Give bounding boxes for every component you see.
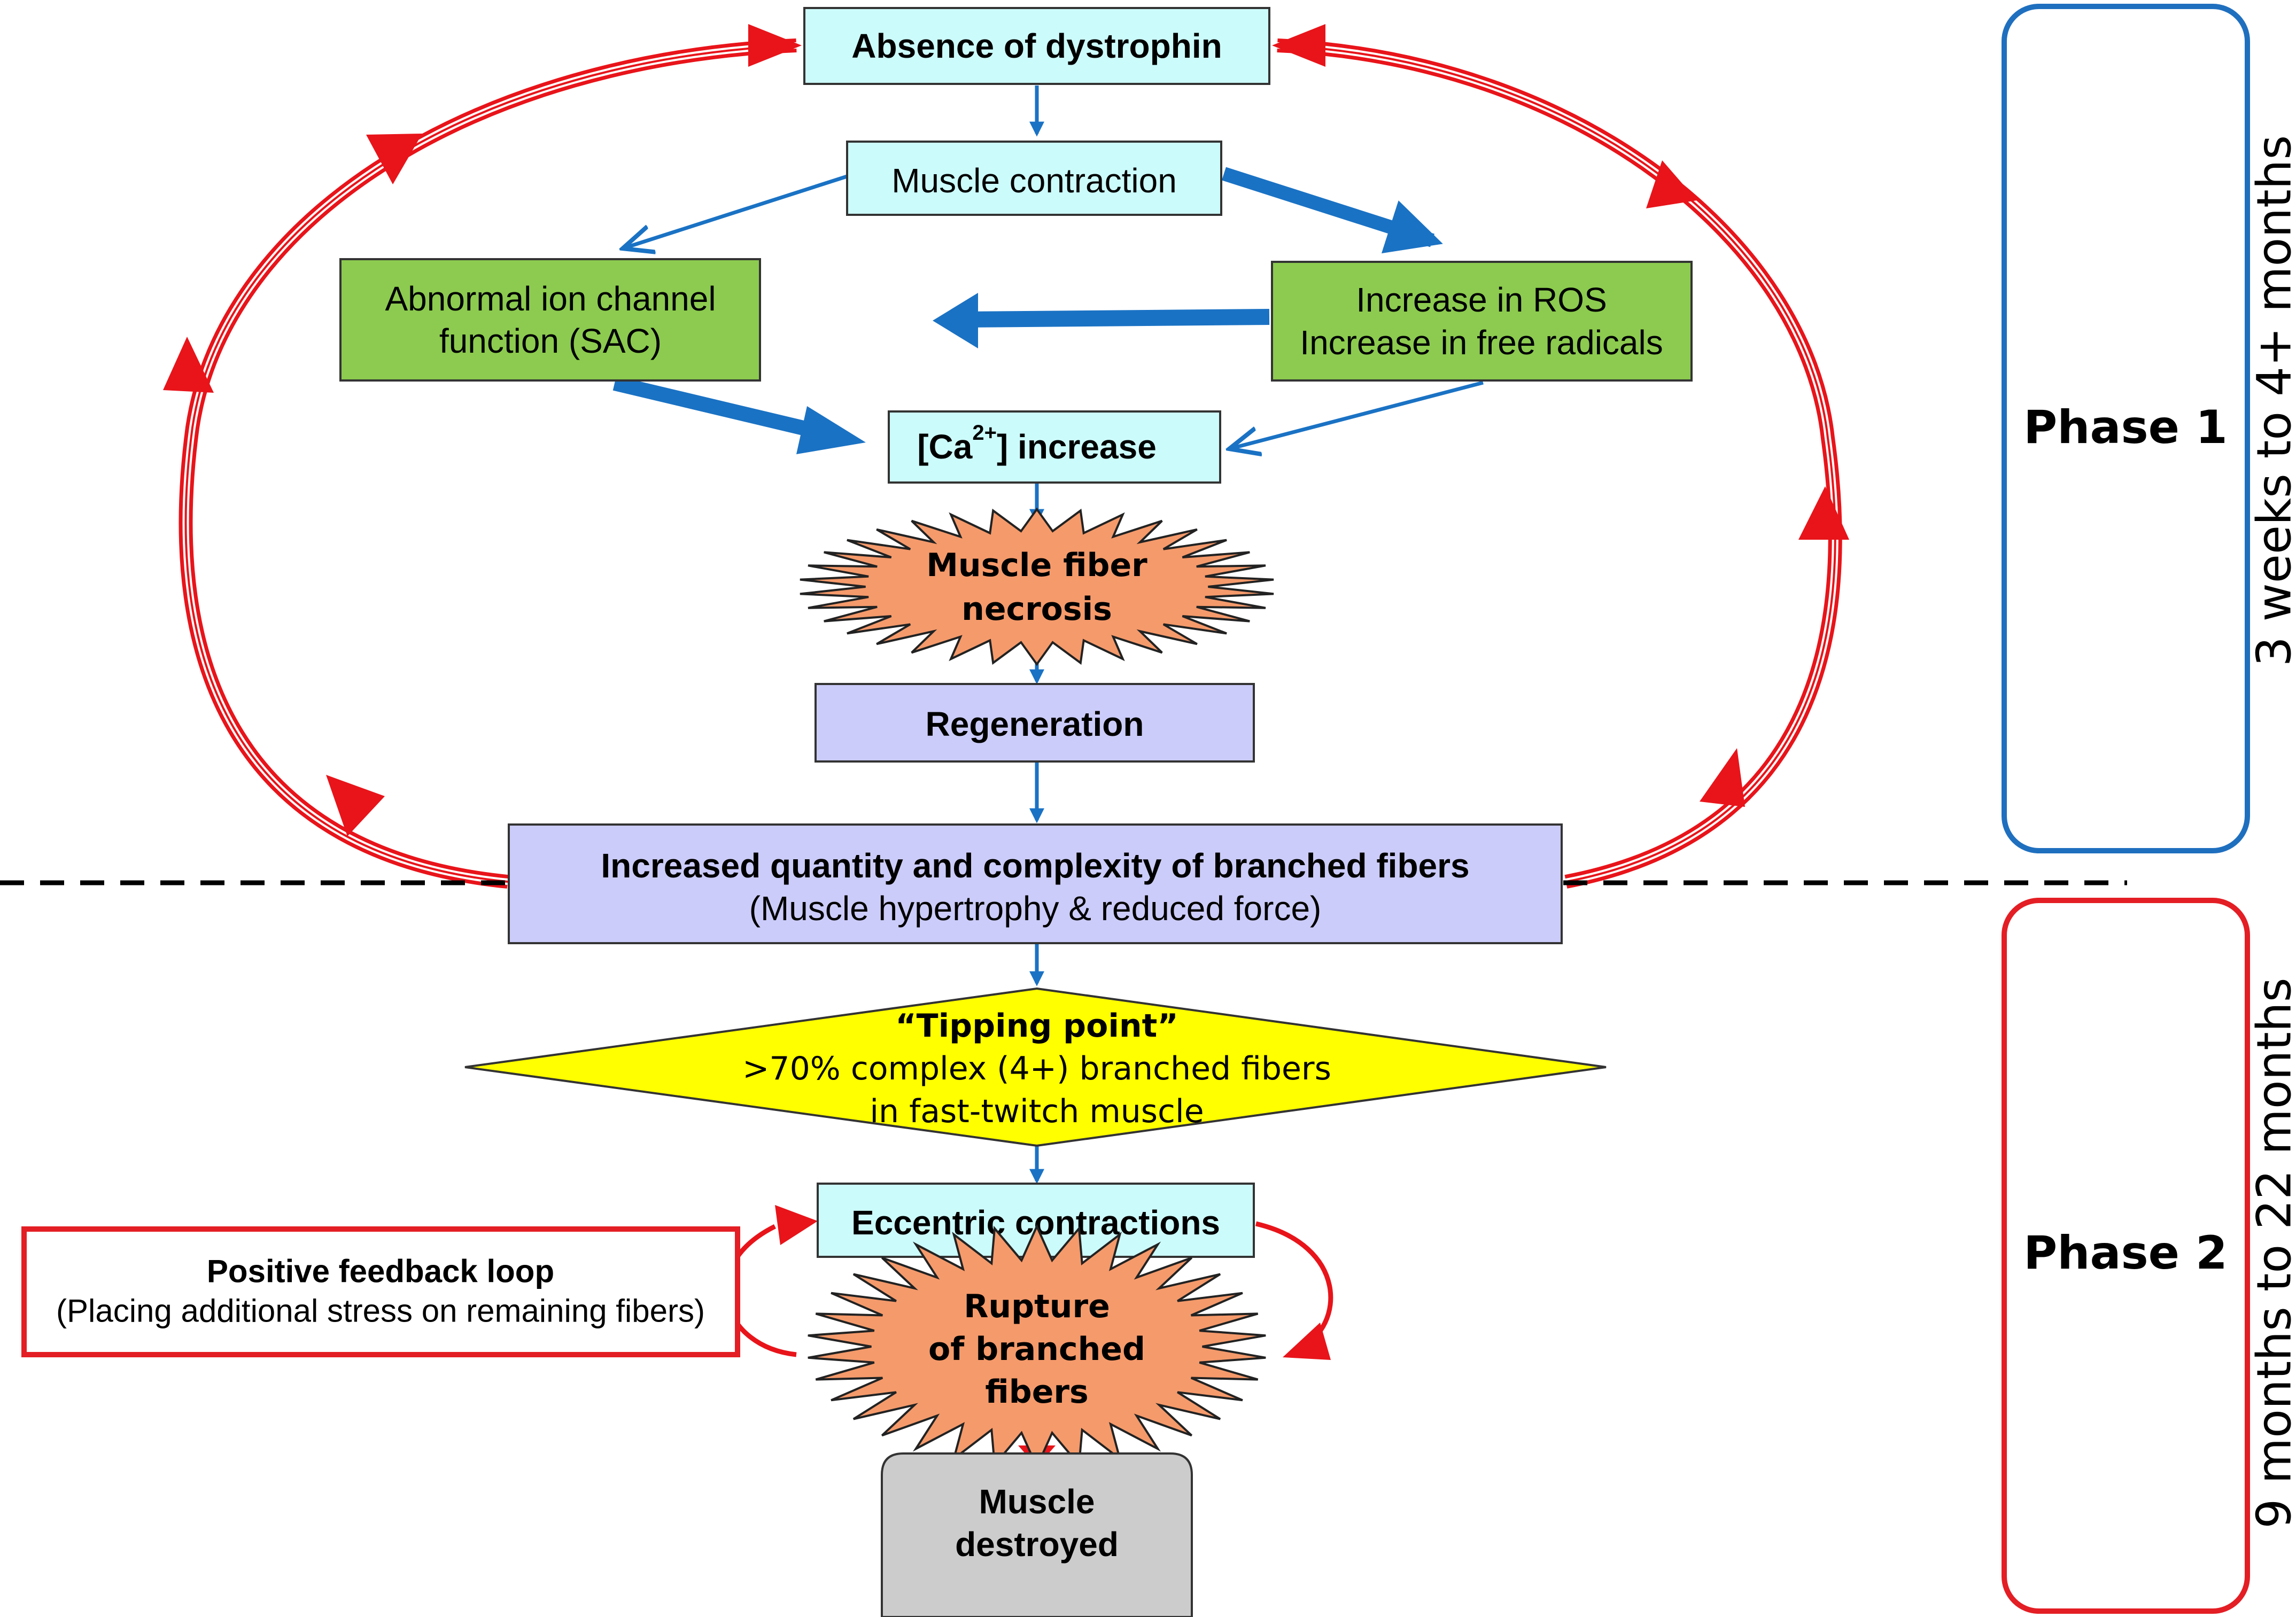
- necrosis-starburst: [800, 507, 1274, 666]
- loop-arrowhead-upper-right: [1646, 160, 1697, 208]
- tipping-line3: in fast-twitch muscle: [870, 1093, 1204, 1130]
- arrow-contraction-to-ros: [1222, 167, 1443, 254]
- loop-arrowhead-middle-left: [163, 337, 214, 393]
- feedback-line2: (Placing additional stress on remaining …: [56, 1293, 705, 1329]
- branched-label-line2: (Muscle hypertrophy & reduced force): [749, 889, 1322, 928]
- phase-1-label: Phase 1: [2023, 401, 2228, 454]
- phase-1-frame: [2002, 4, 2250, 853]
- absence-label: Absence of dystrophin: [851, 27, 1222, 65]
- ros-label-line1: Increase in ROS: [1356, 281, 1607, 319]
- feedback-arrowhead-left: [775, 1205, 818, 1245]
- calcium-label: [Ca2+] increase: [917, 421, 1157, 466]
- node-muscle-fiber-necrosis: Muscle fiber necrosis: [800, 507, 1274, 666]
- blue-arrows: [612, 85, 1484, 1184]
- ion-label-line1: Abnormal ion channel: [385, 279, 716, 318]
- arrow-ion-to-calcium-head: [796, 406, 866, 454]
- node-muscle-contraction: Muscle contraction: [846, 141, 1222, 216]
- node-increase-in-ros: Increase in ROS Increase in free radical…: [1271, 261, 1693, 382]
- loop-arrowhead-upper-left: [366, 134, 422, 184]
- loop-arrowhead-lower-right: [1700, 748, 1745, 807]
- right-feedback-loop: [1272, 24, 1849, 889]
- destroyed-label-line1: Muscle: [979, 1482, 1095, 1521]
- tipping-diamond: [464, 987, 1607, 1147]
- necrosis-label-line2: necrosis: [961, 590, 1112, 628]
- rupture-label-line1: Rupture: [964, 1288, 1110, 1325]
- node-muscle-destroyed: Muscle destroyed: [881, 1452, 1193, 1617]
- node-positive-feedback-loop: Positive feedback loop (Placing addition…: [21, 1226, 740, 1357]
- ros-label-line2: Increase in free radicals: [1300, 323, 1663, 362]
- phase-1-panel: Phase 1 3 weeks to 4+ months: [2002, 4, 2296, 853]
- ion-label-line2: function (SAC): [439, 322, 662, 360]
- node-rupture-of-branched-fibers: Rupture of branched fibers: [808, 1224, 1266, 1470]
- contraction-label: Muscle contraction: [891, 161, 1177, 200]
- arrow-ros-to-ion-head: [933, 293, 978, 348]
- node-tipping-point: “Tipping point” >70% complex (4+) branch…: [464, 987, 1607, 1147]
- regeneration-label: Regeneration: [926, 705, 1144, 743]
- necrosis-label-line1: Muscle fiber: [926, 547, 1147, 584]
- loop-arrowhead-lower-left: [326, 775, 385, 836]
- loop-arrowhead-top-right: [1272, 24, 1325, 67]
- phase-2-panel: Phase 2 9 months to 22 months: [2002, 898, 2296, 1614]
- phase-1-duration: 3 weeks to 4+ months: [2247, 135, 2296, 666]
- node-calcium-increase: [Ca2+] increase: [888, 410, 1221, 484]
- destroyed-label-line2: destroyed: [955, 1525, 1119, 1564]
- rupture-label-line3: fibers: [985, 1373, 1088, 1411]
- node-abnormal-ion-channel: Abnormal ion channel function (SAC): [339, 258, 761, 382]
- left-feedback-loop: [163, 24, 802, 889]
- phase-2-label: Phase 2: [2023, 1226, 2228, 1280]
- arrow-contraction-to-ion: [623, 174, 848, 248]
- node-branched-fibers: Increased quantity and complexity of bra…: [508, 823, 1563, 944]
- loop-arrowhead-middle-right: [1798, 486, 1849, 540]
- loop-arrowhead-top-left: [748, 24, 802, 67]
- node-regeneration: Regeneration: [815, 683, 1255, 763]
- phase-2-duration: 9 months to 22 months: [2247, 977, 2296, 1528]
- destroyed-box: [881, 1452, 1193, 1617]
- arrow-ros-to-calcium: [1229, 380, 1484, 449]
- tipping-line2: >70% complex (4+) branched fibers: [742, 1050, 1331, 1087]
- rupture-label-line2: of branched: [928, 1331, 1145, 1368]
- arrow-ros-to-ion-shaft: [961, 309, 1270, 328]
- node-absence-of-dystrophin: Absence of dystrophin: [803, 7, 1270, 85]
- tipping-title: “Tipping point”: [895, 1007, 1178, 1045]
- phase-2-frame: [2002, 898, 2250, 1614]
- feedback-arrowhead-right: [1283, 1323, 1331, 1360]
- feedback-title: Positive feedback loop: [207, 1254, 554, 1289]
- branched-label-line1: Increased quantity and complexity of bra…: [601, 846, 1469, 885]
- arrow-ion-to-calcium-shaft: [612, 376, 815, 438]
